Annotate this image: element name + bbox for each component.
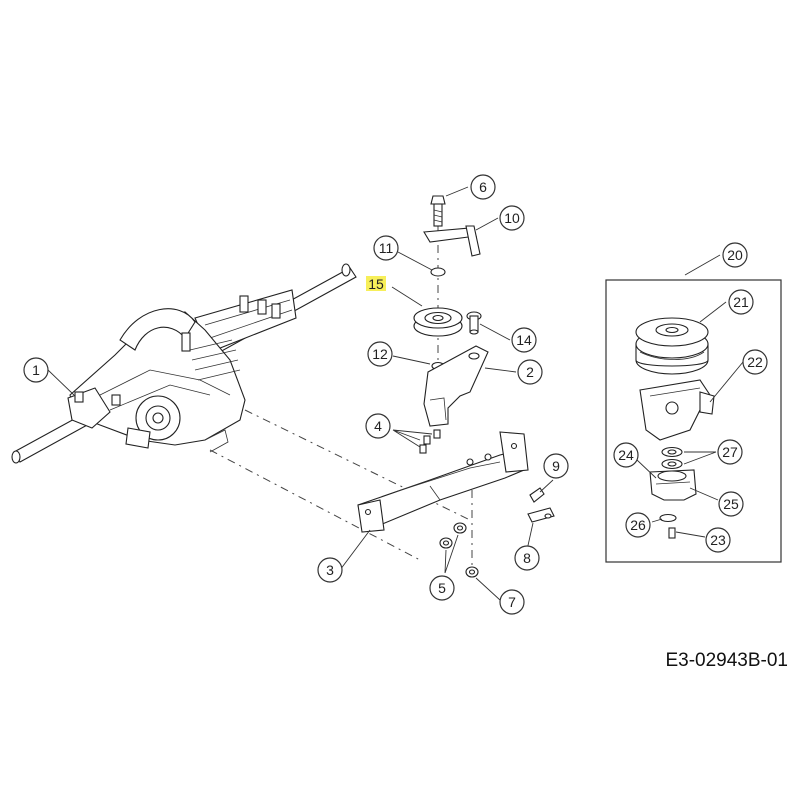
svg-text:1: 1: [32, 362, 40, 378]
centerline-transaxle: [244, 409, 471, 521]
svg-text:8: 8: [523, 550, 531, 566]
callout-1: 1: [23, 357, 49, 383]
callout-25: 25: [718, 491, 744, 517]
callout-3: 3: [317, 557, 343, 583]
callout-14: 14: [511, 327, 537, 353]
callout-15-highlighted: 15: [366, 276, 386, 292]
svg-text:11: 11: [379, 240, 394, 256]
spacer-14: [466, 311, 482, 335]
nut-7: [465, 566, 479, 578]
svg-text:26: 26: [630, 517, 646, 533]
housing-25: [649, 469, 697, 501]
idler-pulley-15: [413, 307, 463, 337]
callout-23: 23: [705, 527, 731, 553]
callout-11: 11: [373, 235, 399, 261]
svg-text:27: 27: [722, 444, 738, 460]
svg-text:15: 15: [368, 276, 384, 292]
clip-8: [527, 507, 555, 523]
idler-arm-2: [423, 345, 489, 427]
callout-7: 7: [499, 589, 525, 615]
callout-8: 8: [514, 545, 540, 571]
callout-5: 5: [429, 575, 455, 601]
mounting-bracket-3: [357, 431, 529, 533]
transaxle-assembly: [11, 263, 357, 464]
kit-20-box: [605, 279, 782, 563]
svg-text:2: 2: [526, 364, 534, 380]
callout-20: 20: [722, 242, 748, 268]
callout-10: 10: [499, 205, 525, 231]
svg-text:3: 3: [326, 562, 334, 578]
bracket-10: [423, 225, 481, 257]
svg-text:12: 12: [372, 346, 388, 362]
svg-text:7: 7: [508, 594, 516, 610]
callout-12: 12: [367, 341, 393, 367]
callout-6: 6: [470, 174, 496, 200]
bolts-4: [419, 429, 441, 454]
callout-27: 27: [717, 439, 743, 465]
nuts-5: [439, 522, 467, 549]
bolt-6: [430, 195, 446, 227]
svg-text:10: 10: [504, 210, 520, 226]
callout-26: 26: [625, 512, 651, 538]
callout-9: 9: [543, 453, 569, 479]
svg-text:20: 20: [727, 247, 743, 263]
svg-text:21: 21: [733, 294, 749, 310]
washer-26: [659, 513, 677, 523]
leader-lines: [47, 186, 744, 601]
svg-text:5: 5: [438, 580, 446, 596]
callout-21: 21: [728, 289, 754, 315]
pulley-21: [635, 317, 709, 375]
svg-text:23: 23: [710, 532, 726, 548]
svg-text:6: 6: [479, 179, 487, 195]
bearing-27: [661, 446, 683, 470]
svg-text:24: 24: [618, 447, 634, 463]
washer-11: [430, 267, 446, 277]
callout-24: 24: [613, 442, 639, 468]
bolt-23: [668, 527, 676, 539]
callout-4: 4: [365, 413, 391, 439]
svg-text:25: 25: [723, 496, 739, 512]
svg-text:14: 14: [516, 332, 532, 348]
callout-22: 22: [742, 349, 768, 375]
svg-text:9: 9: [552, 458, 560, 474]
callout-2: 2: [517, 359, 543, 385]
bracket-22: [639, 379, 715, 441]
svg-text:4: 4: [374, 418, 382, 434]
document-code: E3-02943B-01: [665, 650, 788, 671]
svg-text:22: 22: [747, 354, 763, 370]
